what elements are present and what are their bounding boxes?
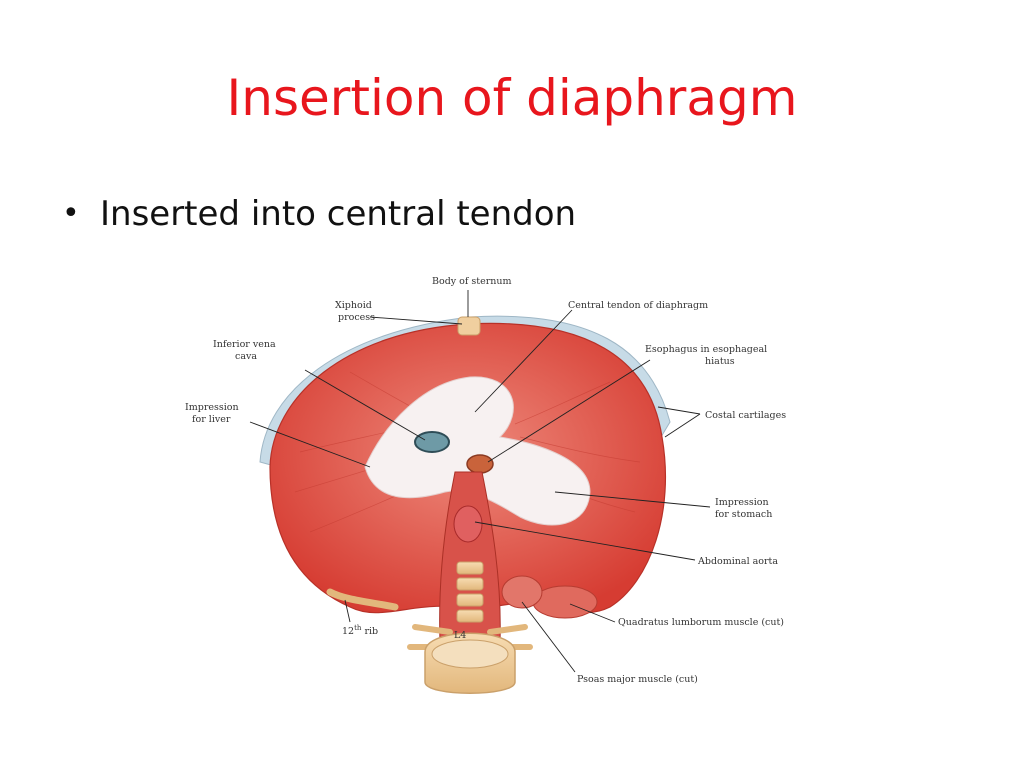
bullet-dot-icon: • [62,196,80,231]
label-ivc-2: cava [235,351,257,362]
psoas-major-muscle [501,575,543,609]
label-twelfth-rib: 12th rib [342,624,378,637]
label-body-of-sternum: Body of sternum [432,276,512,287]
label-liver-1: Impression [185,402,239,413]
vertebral-column [407,561,533,694]
label-stomach-2: for stomach [715,509,772,520]
label-costal-cartilages: Costal cartilages [705,410,786,421]
label-abdominal-aorta: Abdominal aorta [697,556,778,567]
label-l4: L4 [454,630,466,641]
label-xiphoid-1: Xiphoid [335,300,372,311]
xiphoid-process [457,316,481,336]
diaphragm-illustration: Body of sternum Xiphoid process Inferior… [170,262,830,702]
bullet-text: Inserted into central tendon [100,194,577,234]
esophageal-hiatus [466,454,494,474]
bullet-item: • Inserted into central tendon [62,190,576,238]
label-liver-2: for liver [192,414,231,425]
twelfth-rib [326,588,399,611]
label-esophagus-1: Esophagus in esophageal [645,344,767,355]
diaphragm-drawing: Body of sternum Xiphoid process Inferior… [185,276,786,694]
label-esophagus-2: hiatus [705,356,735,367]
label-ivc-1: Inferior vena [213,339,276,350]
label-xiphoid-2: process [338,312,375,323]
label-quadratus-lumborum: Quadratus lumborum muscle (cut) [618,617,784,628]
label-psoas-major: Psoas major muscle (cut) [577,674,698,685]
label-central-tendon: Central tendon of diaphragm [568,300,708,311]
figure-labels: Body of sternum Xiphoid process Inferior… [185,276,786,685]
label-stomach-1: Impression [715,497,769,508]
slide-title: Insertion of diaphragm [226,69,798,127]
label-leader-lines [249,290,711,673]
inferior-vena-cava [414,431,450,453]
quadratus-lumborum-muscle [532,585,598,619]
abdominal-aorta-vessel [453,505,483,543]
central-tendon [364,376,591,526]
